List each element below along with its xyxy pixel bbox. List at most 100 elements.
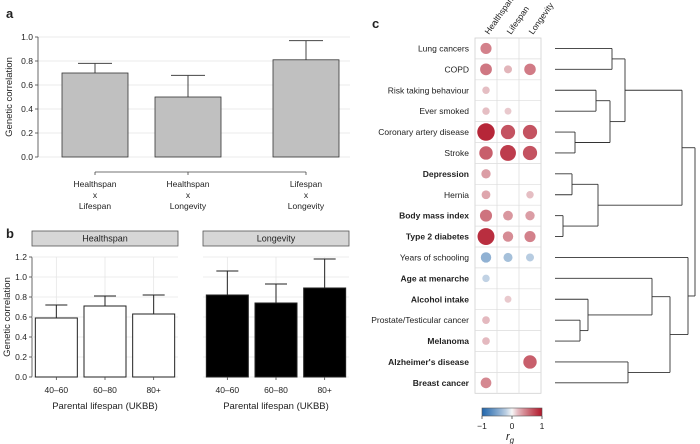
panel-label-a: a [6,6,14,21]
y-tick-label: 0.2 [15,352,27,362]
heatmap-dot [525,210,535,221]
x-tick-label: Longevity [170,201,207,211]
colorbar-tick-label: −1 [477,421,487,431]
heatmap-dot [481,169,491,179]
x-tick-label: 60–80 [264,385,288,395]
row-label: Hernia [444,190,469,200]
bar [34,317,78,378]
heatmap-dot [523,355,537,369]
x-tick-label: x [186,190,191,200]
heatmap-dot [504,295,512,303]
heatmap-dot [500,145,516,161]
row-label: Stroke [444,148,469,158]
heatmap-dot [524,230,536,243]
x-tick-label: 40–60 [216,385,240,395]
bar [205,294,249,378]
y-axis-label: Genetic correlation [4,57,15,137]
bar [61,72,129,158]
y-tick-label: 0.6 [21,80,33,90]
heatmap-dot [477,228,495,246]
panel-label-b: b [6,226,14,241]
facet-strip [202,230,350,247]
y-tick-label: 0.0 [21,152,33,162]
heatmap-dot [503,210,513,221]
colorbar [481,407,543,417]
row-label: Coronary artery disease [378,127,469,137]
heatmap-dot [524,63,536,76]
bar [303,287,347,378]
facet-title: Longevity [257,234,296,244]
x-tick-label: 60–80 [93,385,117,395]
x-tick-label: Healthspan [166,179,209,189]
heatmap-dot [480,63,492,76]
row-label: Melanoma [427,336,469,346]
x-tick-label: Lifespan [79,201,111,211]
y-tick-label: 1.2 [15,252,27,262]
heatmap-dot [526,191,534,199]
heatmap-dot [479,209,493,222]
heatmap-dot [480,252,492,263]
y-tick-label: 1.0 [21,32,33,42]
x-tick-label: x [93,190,98,200]
colorbar-label: rg [506,431,515,444]
row-label: Ever smoked [419,106,469,116]
row-label: Risk taking behaviour [388,85,469,95]
bar [154,96,222,158]
y-tick-label: 0.6 [15,312,27,322]
heatmap-dot [482,316,490,325]
heatmap-dot [480,377,492,389]
row-label: Prostate/Testicular cancer [371,315,469,325]
row-label: Depression [423,169,469,179]
column-label: Longevity [526,0,555,36]
row-label: Alcohol intake [411,294,469,304]
bar [132,313,176,378]
heatmap-dot [522,145,538,161]
y-tick-label: 1.0 [15,272,27,282]
heatmap-dot [526,253,534,262]
row-label: Years of schooling [400,252,469,262]
heatmap-dot [481,190,491,200]
heatmap-dot [482,337,490,345]
y-axis-label: Genetic correlation [2,277,13,357]
x-axis-label: Parental lifespan (UKBB) [52,401,158,412]
x-axis-label: Parental lifespan (UKBB) [223,401,329,412]
bar [83,305,127,378]
bar [254,302,298,378]
y-tick-label: 0.8 [15,292,27,302]
x-tick-label: Longevity [288,201,325,211]
heatmap-dot [502,231,514,242]
x-tick-label: 80+ [317,385,331,395]
heatmap-dot [482,274,490,283]
y-tick-label: 0.0 [15,372,27,382]
bar [272,59,340,158]
facet-strip [31,230,179,247]
y-tick-label: 0.8 [21,56,33,66]
x-tick-label: x [304,190,309,200]
row-label: COPD [444,64,469,74]
colorbar-tick-label: 0 [510,421,515,431]
x-tick-label: Lifespan [290,179,322,189]
y-tick-label: 0.2 [21,128,33,138]
facet-title: Healthspan [82,234,128,244]
x-tick-label: Healthspan [73,179,116,189]
colorbar-tick-label: 1 [540,421,545,431]
row-label: Type 2 diabetes [406,232,469,242]
row-label: Body mass index [399,211,469,221]
y-tick-label: 0.4 [15,332,27,342]
x-tick-label: 80+ [146,385,160,395]
heatmap-dot [504,65,512,74]
heatmap-dot [500,124,516,140]
panel-label-c: c [372,16,379,31]
heatmap-dot [477,123,495,141]
heatmap-dot [503,252,513,262]
row-label: Lung cancers [418,43,469,53]
heatmap-dot [482,107,490,115]
row-label: Alzheimer's disease [388,357,469,367]
heatmap-dot [522,124,538,140]
heatmap-dot [482,86,490,94]
row-label: Breast cancer [413,378,470,388]
